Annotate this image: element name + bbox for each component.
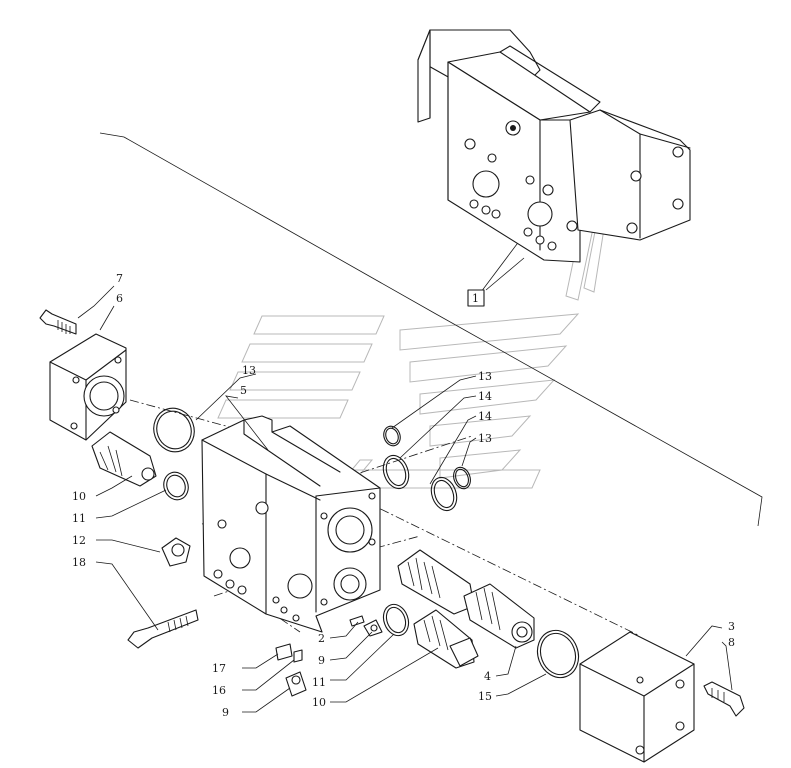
o-ring-15	[536, 629, 580, 679]
callout-8: 8	[728, 636, 735, 649]
callout-14-bottom: 14	[478, 410, 492, 423]
callout-15: 15	[478, 690, 492, 703]
callout-13-left: 13	[242, 364, 256, 377]
callout-4: 4	[484, 670, 491, 683]
callout-1: 1	[472, 292, 479, 305]
cartridge-10-left	[91, 431, 157, 487]
callout-5: 5	[240, 384, 247, 397]
callout-box-1	[467, 289, 485, 307]
callout-10-right: 10	[312, 696, 326, 709]
callout-13-bottom: 13	[478, 432, 492, 445]
main-valve-block	[201, 415, 381, 633]
cartridge-10-right	[413, 609, 479, 669]
callout-9-left: 9	[222, 706, 229, 719]
callout-labels: 1 7 6 13 5 10 11 12 18 13 14 14 13 2 9 1…	[72, 272, 735, 719]
plug-12	[161, 537, 191, 567]
callout-2: 2	[318, 632, 325, 645]
end-cover-3	[579, 631, 695, 763]
callout-10-left: 10	[72, 490, 86, 503]
callout-12: 12	[72, 534, 86, 547]
callout-13-mid: 13	[478, 370, 492, 383]
o-rings-left	[153, 407, 195, 501]
callout-17: 17	[212, 662, 226, 675]
bolt-8	[703, 681, 745, 717]
reference-lines	[99, 132, 763, 527]
callout-11-right: 11	[312, 676, 326, 689]
callout-14-top: 14	[478, 390, 492, 403]
o-ring-11-right	[382, 603, 410, 637]
callout-18: 18	[72, 556, 86, 569]
callout-9-right: 9	[318, 654, 325, 667]
leader-lines	[77, 257, 733, 713]
callout-11-left: 11	[72, 512, 86, 525]
bolt-7	[39, 309, 77, 335]
callout-7: 7	[116, 272, 123, 285]
left-flange	[49, 333, 127, 441]
callout-16: 16	[212, 684, 226, 697]
small-fittings-bottom	[275, 643, 307, 697]
callout-6: 6	[116, 292, 123, 305]
callout-3: 3	[728, 620, 735, 633]
spool-4	[397, 549, 535, 649]
o-rings-right-stack	[382, 425, 471, 512]
upper-valve-assembly	[417, 29, 691, 263]
pin-2-and-fitting-9	[349, 615, 383, 637]
bolt-18	[127, 609, 199, 649]
